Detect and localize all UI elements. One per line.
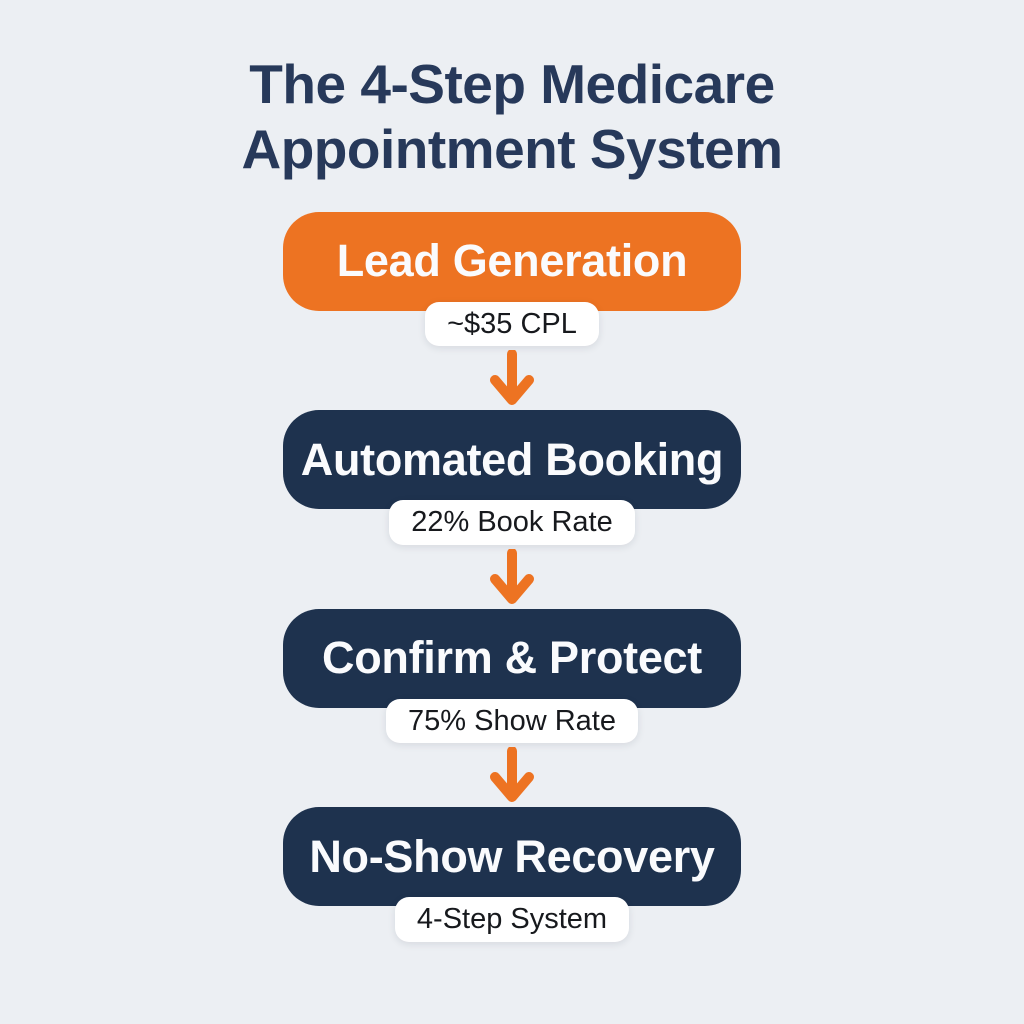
down-arrow-icon xyxy=(488,747,536,805)
step-automated-booking: Automated Booking 22% Book Rate xyxy=(283,410,741,545)
metric-badge-system: 4-Step System xyxy=(394,897,630,942)
step-box-no-show-recovery: No-Show Recovery xyxy=(283,807,741,907)
down-arrow-icon xyxy=(488,548,536,607)
step-lead-generation: Lead Generation ~$35 CPL xyxy=(283,211,741,347)
down-arrow-icon xyxy=(488,350,536,408)
step-box-lead-generation: Lead Generation xyxy=(283,211,741,311)
metric-badge-show-rate: 75% Show Rate xyxy=(386,698,638,744)
step-box-confirm-protect: Confirm & Protect xyxy=(283,608,741,708)
page-title-line-1: The 4-Step Medicare xyxy=(249,53,775,115)
flow-diagram: Lead Generation ~$35 CPL Automated Booki… xyxy=(0,211,1024,942)
metric-badge-book-rate: 22% Book Rate xyxy=(389,500,635,545)
step-no-show-recovery: No-Show Recovery 4-Step System xyxy=(283,807,741,942)
step-box-automated-booking: Automated Booking xyxy=(283,410,741,510)
page-title-line-2: Appointment System xyxy=(241,117,783,180)
step-confirm-protect: Confirm & Protect 75% Show Rate xyxy=(283,608,741,744)
metric-badge-cpl: ~$35 CPL xyxy=(425,301,599,347)
